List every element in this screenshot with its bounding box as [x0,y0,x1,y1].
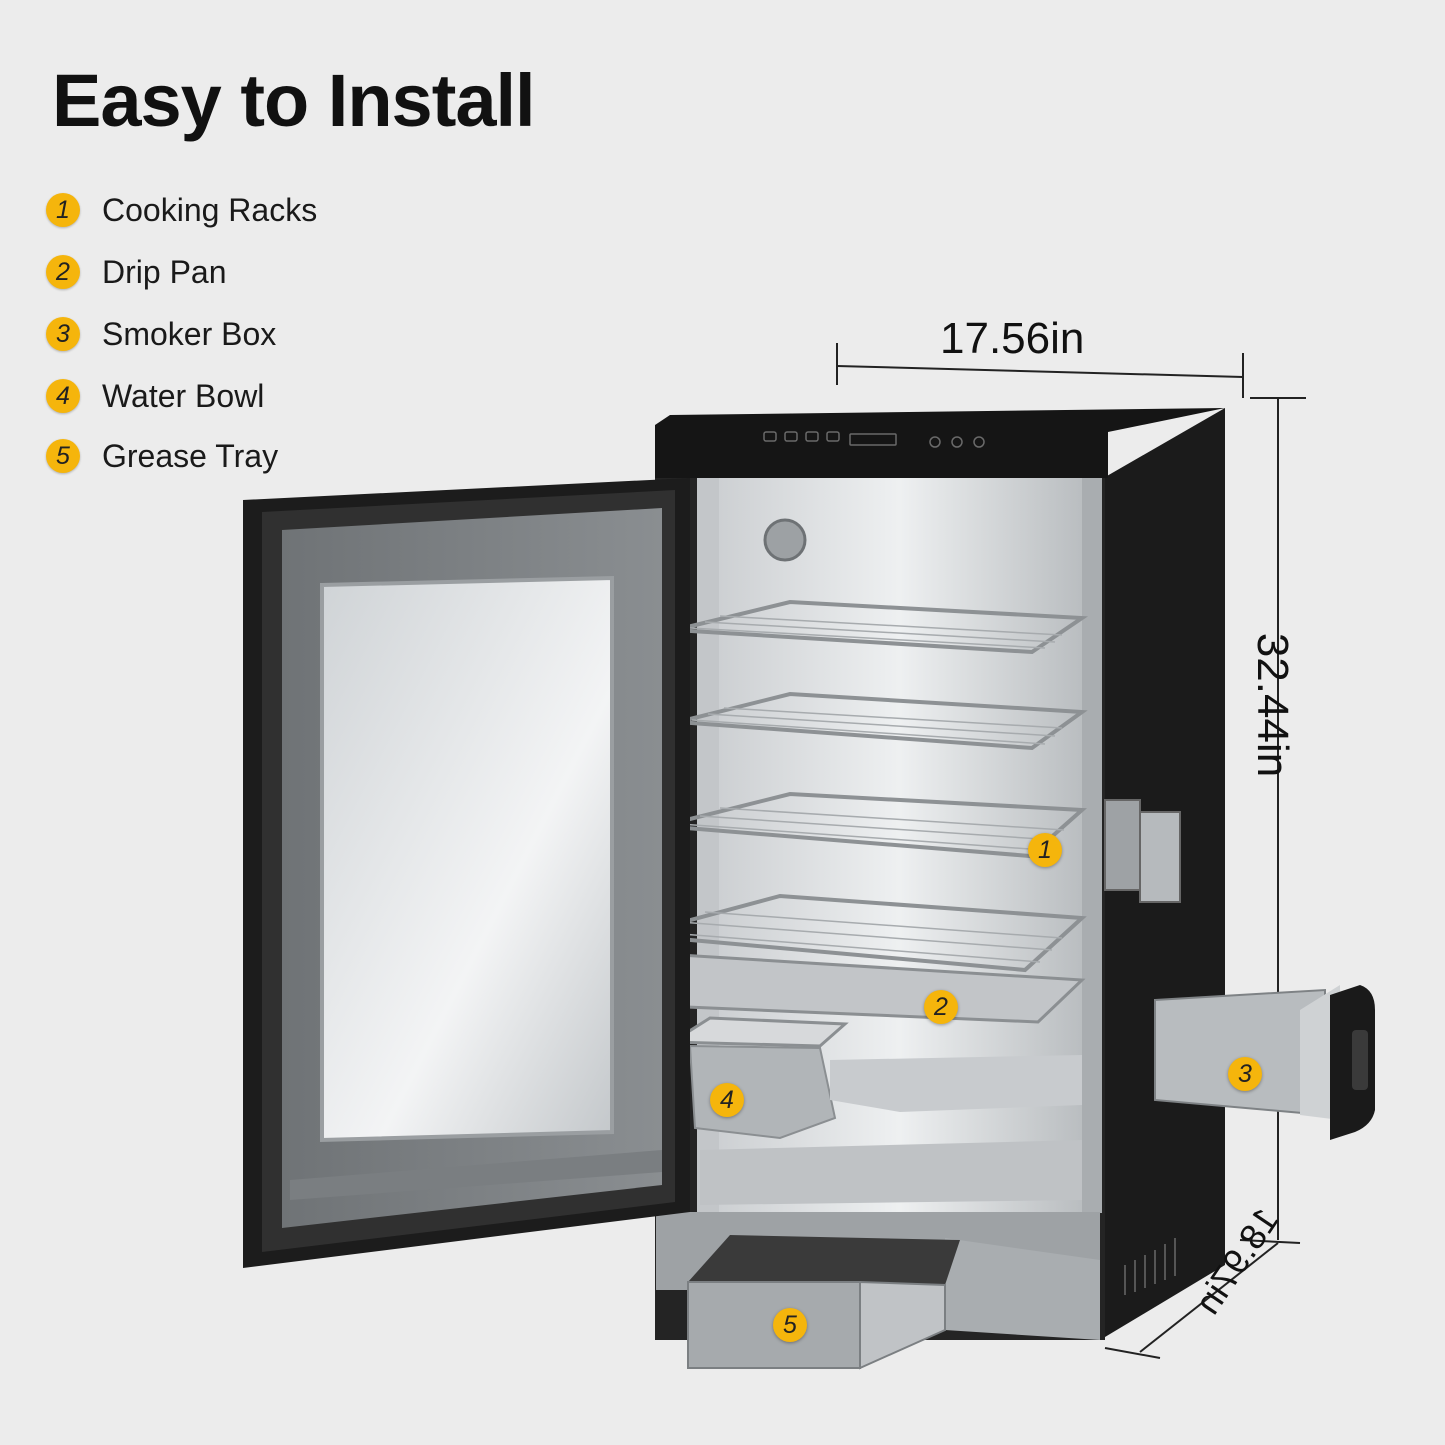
number-badge: 1 [46,193,80,227]
side-vents [1124,1238,1176,1295]
rack-wires [655,615,1065,963]
smoker-box [1154,985,1375,1140]
door-latch [1104,799,1141,891]
legend-label: Water Bowl [102,377,265,414]
legend-item-smoker-box: 3 Smoker Box [46,312,276,356]
callout-water-bowl: 4 [710,1083,744,1117]
vent-icon [763,518,807,562]
number-badge: 5 [46,439,80,473]
number-badge: 4 [46,379,80,413]
legend-item-grease-tray: 5 Grease Tray [46,434,278,478]
number-badge: 2 [46,255,80,289]
callout-smoker-box: 3 [1228,1057,1262,1091]
cooking-racks [634,599,1089,973]
legend-label: Cooking Racks [102,191,318,228]
page-title: Easy to Install [52,59,536,142]
smoker-door [243,478,690,1268]
callout-cooking-racks: 1 [1028,833,1062,867]
height-dimension [1239,397,1306,1244]
height-label: 32.44in [1248,632,1298,778]
legend-label: Grease Tray [102,437,279,474]
callout-drip-pan: 2 [924,990,958,1024]
legend-label: Smoker Box [102,315,277,352]
width-dimension [836,343,1244,398]
door-window [320,575,614,1143]
depth-dimension [1104,1242,1279,1359]
callout-grease-tray: 5 [773,1308,807,1342]
water-bowl [667,1016,849,1140]
legend-item-cooking-racks: 1 Cooking Racks [46,188,317,232]
legend-item-water-bowl: 4 Water Bowl [46,374,264,418]
control-buttons-icon [763,431,985,448]
number-badge: 3 [46,317,80,351]
legend-item-drip-pan: 2 Drip Pan [46,250,227,294]
grease-tray [656,1212,1100,1370]
legend-label: Drip Pan [102,253,227,290]
width-label: 17.56in [940,314,1085,363]
